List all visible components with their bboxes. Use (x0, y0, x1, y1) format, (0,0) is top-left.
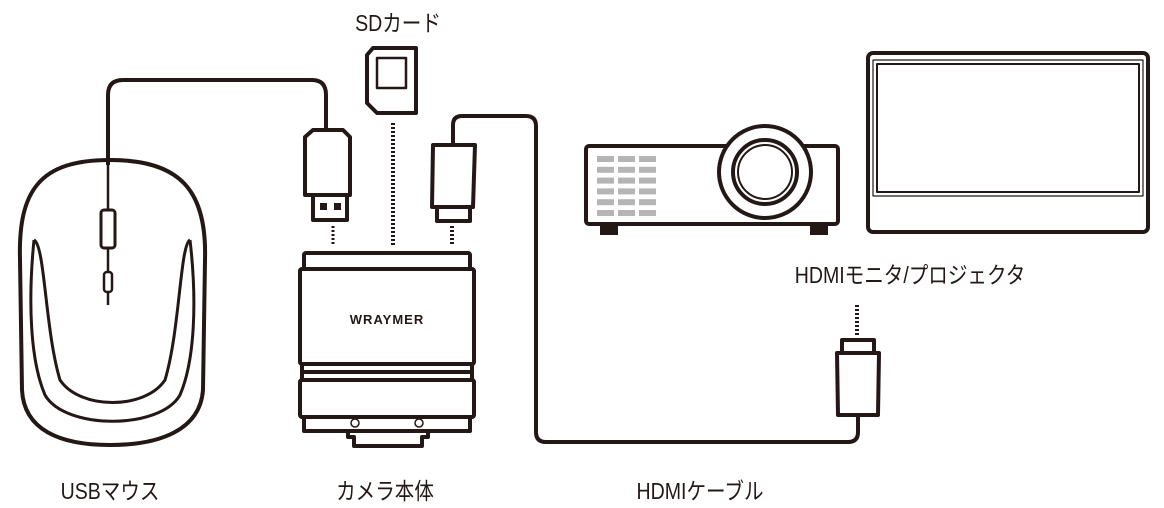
projector-vent (639, 166, 656, 173)
projector-vent (618, 166, 635, 173)
projector-vent (597, 166, 614, 173)
hdmi-monitor (866, 51, 1150, 234)
label-usb-mouse: USBマウス (60, 478, 160, 504)
projector (584, 124, 840, 235)
mouse-cable (106, 78, 328, 165)
usb-mouse-illustration (17, 158, 208, 447)
label-hdmi-cable: HDMIケーブル (636, 478, 764, 504)
projector-vent (597, 210, 614, 216)
projector-vent (639, 210, 656, 216)
projector-vent (618, 210, 635, 216)
label-sd-card: SDカード (355, 10, 441, 36)
projector-vent (639, 188, 656, 195)
hdmi-cable (451, 114, 860, 444)
projector-vent (618, 188, 635, 195)
sd-card (365, 46, 418, 246)
label-hdmi-display: HDMIモニタ/プロジェクタ (794, 262, 1026, 288)
label-camera-body: カメラ本体 (336, 478, 434, 504)
projector-vent (618, 177, 635, 184)
projector-vent (618, 199, 635, 206)
projector-vent (639, 177, 656, 184)
projector-vent (639, 199, 656, 206)
usb-plug (303, 128, 352, 246)
projector-vent (597, 199, 614, 206)
projector-vent (597, 188, 614, 195)
camera-body (298, 251, 476, 448)
hdmi-plug-display (835, 305, 881, 417)
camera-brand-logo: WRAYMER (349, 312, 425, 327)
hdmi-plug-camera (430, 143, 477, 246)
projector-vent (597, 156, 614, 162)
projector-vent (639, 156, 656, 162)
projector-vent (618, 156, 635, 162)
projector-vent (597, 177, 614, 184)
